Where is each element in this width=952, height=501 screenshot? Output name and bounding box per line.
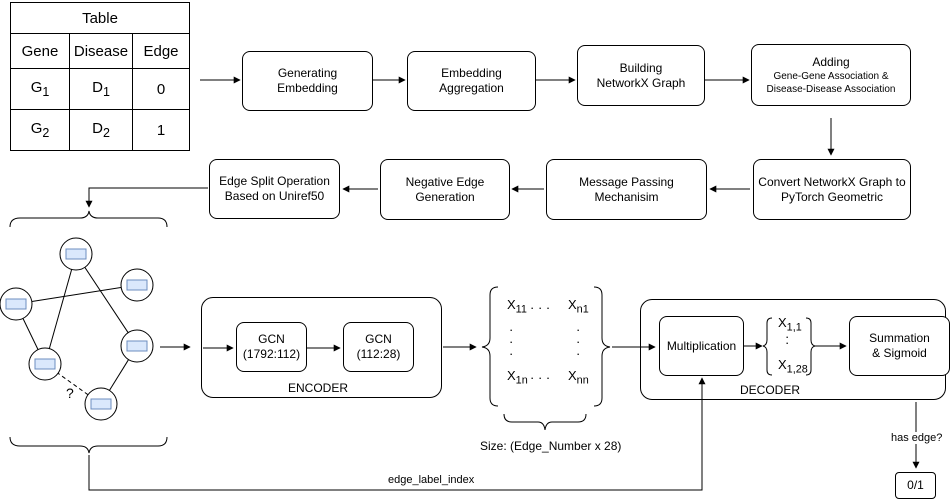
arrow-split-to-graph <box>85 187 208 208</box>
gene-disease-table: Table Gene Disease Edge G1 D1 0 G2 D2 1 <box>10 2 190 151</box>
arrow-edge-label-index <box>88 377 706 491</box>
graph-unknown-edge-label: ? <box>66 385 74 401</box>
graph-top-brace <box>9 210 168 228</box>
matrix-bottom-brace <box>503 413 587 431</box>
matrix-dots: · <box>576 322 580 337</box>
table-cell-edge: 0 <box>132 68 190 110</box>
graph-edge <box>75 253 138 347</box>
summation-sigmoid-box: Summation& Sigmoid <box>849 316 950 376</box>
gcn-layer-2: GCN(112:28) <box>343 322 414 372</box>
table-cell-gene: G2 <box>10 109 70 151</box>
graph-bottom-brace <box>9 436 168 454</box>
table-header-disease: Disease <box>69 33 133 69</box>
matrix-dots: · <box>509 346 513 361</box>
table-cell-edge: 1 <box>132 109 190 151</box>
gcn-layer-1: GCN(1792:112) <box>236 322 307 372</box>
graph-node <box>59 237 93 271</box>
matrix-right-brace <box>593 286 611 407</box>
encoder-label: ENCODER <box>288 381 349 395</box>
graph-node <box>120 329 154 363</box>
has-edge-label: has edge? <box>890 432 944 444</box>
edge-label-index-label: edge_label_index <box>388 474 475 486</box>
table-header-edge: Edge <box>132 33 190 69</box>
multiplication-box: Multiplication <box>659 316 744 376</box>
table-row: G1 D1 0 <box>10 68 190 110</box>
graph-edge <box>15 284 138 305</box>
graph-node <box>28 347 62 381</box>
matrix-dots: · <box>509 322 513 337</box>
matrix-dots: · <box>576 346 580 361</box>
table-row: G2 D2 1 <box>10 109 190 151</box>
vector-dots: ·· <box>785 329 790 350</box>
table-title: Table <box>10 2 190 34</box>
matrix-size-label: Size: (Edge_Number x 28) <box>480 439 622 453</box>
matrix-dots: · · · <box>530 300 550 315</box>
matrix-dots: · <box>576 334 580 349</box>
graph-node <box>84 387 118 421</box>
matrix-entry-xn1: Xn1 <box>568 297 589 316</box>
output-result-box: 0/1 <box>895 472 936 499</box>
table-cell-disease: D1 <box>69 68 133 110</box>
table-cell-gene: G1 <box>10 68 70 110</box>
graph-node <box>120 268 154 302</box>
matrix-left-brace <box>481 286 499 407</box>
table-cell-disease: D2 <box>69 109 133 151</box>
matrix-entry-xnn: Xnn <box>568 368 589 387</box>
vector-left-brace <box>762 317 773 376</box>
matrix-entry-x11: X11 <box>507 297 527 316</box>
matrix-dots: · <box>509 334 513 349</box>
adding-association-box: Adding Gene-Gene Association & Disease-D… <box>751 44 911 106</box>
table-header-gene: Gene <box>10 33 70 69</box>
graph-edge <box>44 253 77 365</box>
vector-entry-bottom: X1,28 <box>778 357 808 376</box>
encoder-container <box>201 297 442 398</box>
graph-node <box>0 287 33 321</box>
matrix-entry-x1n: X1n <box>507 368 528 387</box>
matrix-dots: · · · <box>530 370 550 385</box>
decoder-label: DECODER <box>740 383 801 397</box>
vector-entry-top: X1,1 <box>778 315 802 334</box>
vector-right-brace <box>805 317 816 376</box>
